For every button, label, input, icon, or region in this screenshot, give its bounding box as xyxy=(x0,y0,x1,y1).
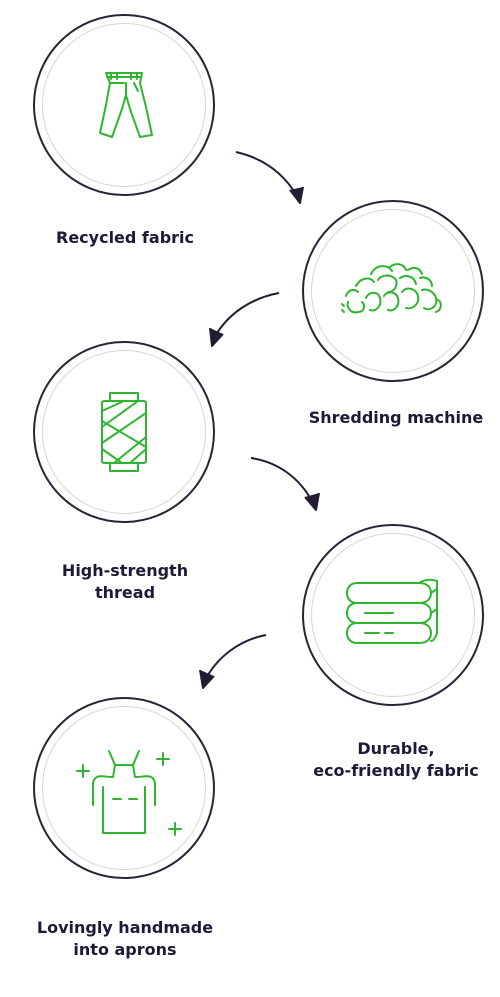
step-2-label: Shredding machine xyxy=(308,408,484,427)
shredded-pieces-icon xyxy=(341,263,442,314)
step-5-circle xyxy=(33,697,215,879)
step-2-circle xyxy=(302,200,484,382)
folded-fabric-icon xyxy=(346,578,438,644)
step-3-label: High-strength thread xyxy=(61,561,189,602)
step-4-label: Durable, eco-friendly fabric xyxy=(313,739,479,780)
apron-icon xyxy=(76,750,182,836)
pants-icon xyxy=(99,72,153,138)
step-5-label: Lovingly handmade into aprons xyxy=(36,918,214,959)
step-1-label: Recycled fabric xyxy=(56,228,194,247)
step-1-circle xyxy=(33,14,215,196)
step-4-circle xyxy=(302,524,484,706)
step-3-circle xyxy=(33,341,215,523)
thread-spool-icon xyxy=(101,392,147,472)
